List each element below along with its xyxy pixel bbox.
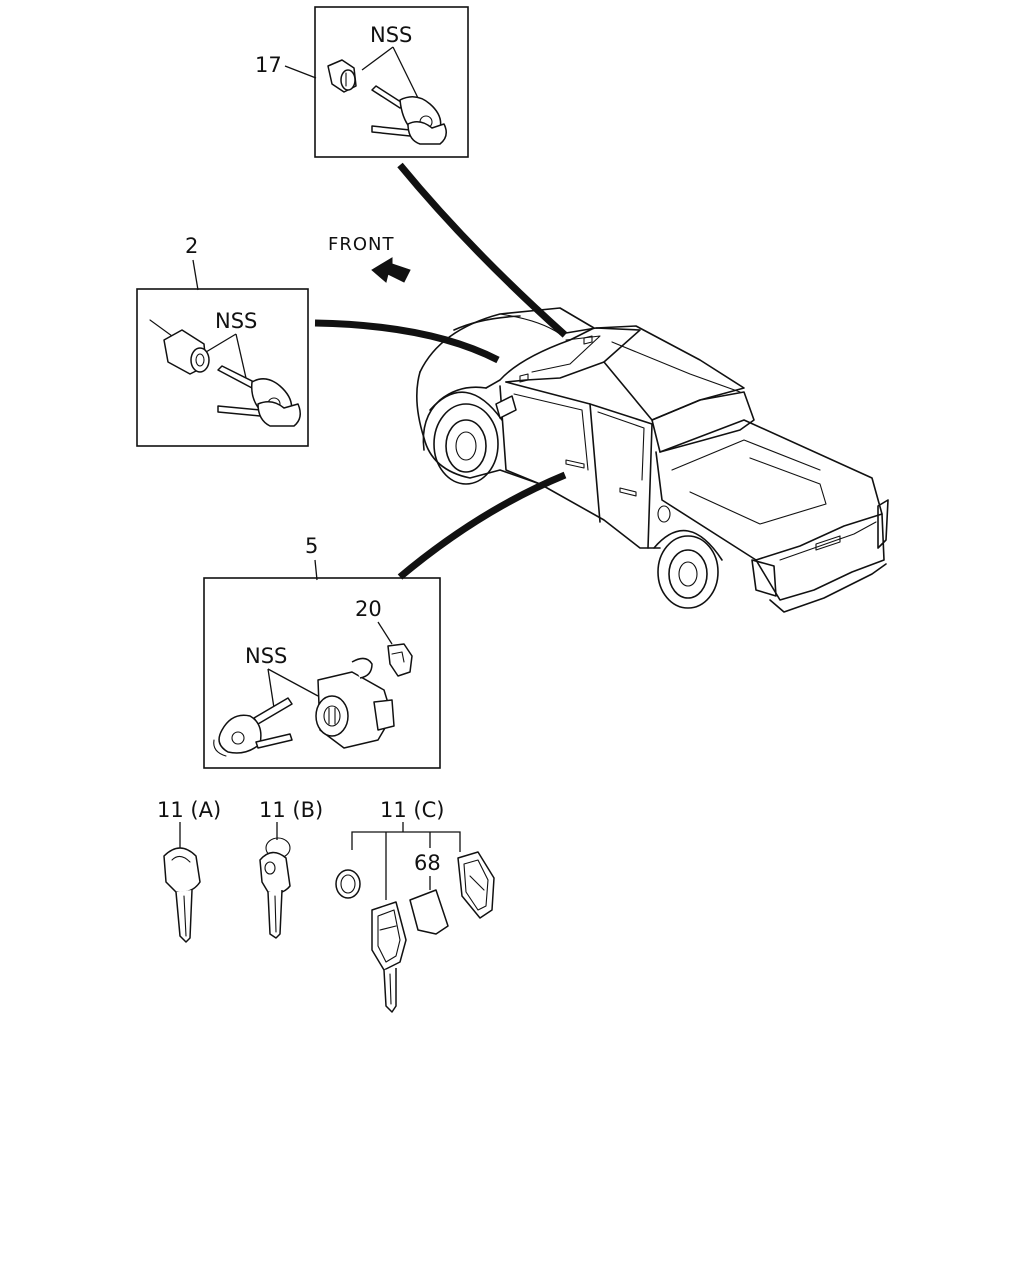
battery-pad-icon xyxy=(409,889,449,935)
ignition-cylinder-icon xyxy=(149,319,210,375)
nss-label-box-2: NSS xyxy=(215,309,257,333)
part-number-11b: 11 (B) xyxy=(259,798,323,822)
callout-box-17: 17 NSS xyxy=(255,6,469,158)
key-blank-icon xyxy=(163,847,201,943)
lock-cylinder-icon xyxy=(327,59,357,93)
connector-2 xyxy=(314,319,500,364)
callout-box-2: 2 NSS xyxy=(136,234,309,447)
pickup-truck-illustration xyxy=(416,307,889,613)
part-number-5: 5 xyxy=(305,534,318,558)
nss-label-box-5: NSS xyxy=(245,644,287,668)
key-11a: 11 (A) xyxy=(157,798,221,943)
part-number-11a: 11 (A) xyxy=(157,798,221,822)
part-number-20: 20 xyxy=(355,597,382,621)
front-arrow-icon xyxy=(371,257,411,283)
connector-5 xyxy=(397,471,567,580)
door-lock-cylinder-icon xyxy=(315,657,395,749)
rear-wheel-icon xyxy=(653,529,723,609)
key-11b: 11 (B) xyxy=(259,798,323,939)
front-direction-indicator: FRONT xyxy=(328,234,411,283)
part-number-2: 2 xyxy=(185,234,198,258)
connector-17 xyxy=(397,162,568,338)
clip-icon xyxy=(387,643,413,677)
part-number-17: 17 xyxy=(255,53,282,77)
nss-label-box-17: NSS xyxy=(370,23,412,47)
key-cover-icon xyxy=(457,851,495,919)
o-ring-icon xyxy=(335,869,361,899)
key-pair-icon xyxy=(217,365,301,427)
part-number-68: 68 xyxy=(414,851,441,875)
key-pair-icon xyxy=(371,85,447,145)
part-number-11c: 11 (C) xyxy=(380,798,444,822)
callout-box-5: 5 20 NSS xyxy=(203,534,441,769)
key-11c: 11 (C) 68 xyxy=(335,798,495,1013)
key-pair-icon xyxy=(213,697,293,757)
front-wheel-icon xyxy=(429,391,503,485)
key-with-ring-icon xyxy=(259,837,291,939)
front-label: FRONT xyxy=(328,234,395,255)
remote-key-icon xyxy=(371,901,407,1013)
